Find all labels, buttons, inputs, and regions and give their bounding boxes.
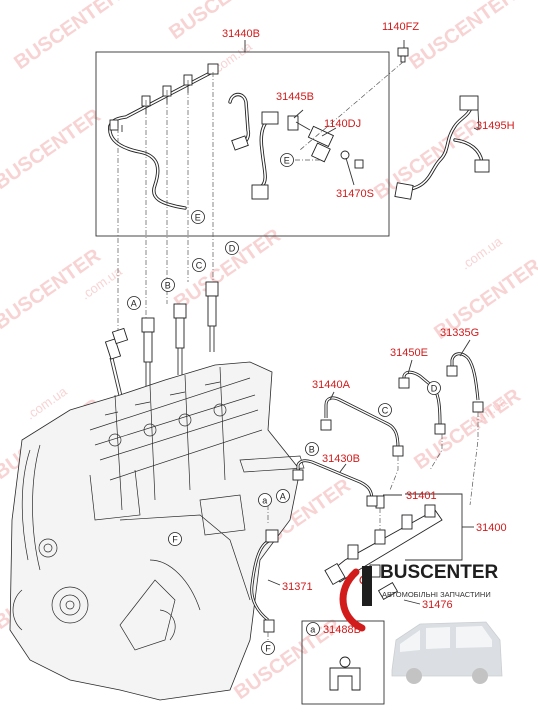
callout-31445B: 31445B bbox=[276, 91, 314, 103]
svg-text:D: D bbox=[431, 383, 438, 393]
watermark-text: BUSCENTER bbox=[410, 384, 525, 474]
hp-pipe-31371 bbox=[250, 529, 279, 633]
injectors bbox=[104, 72, 219, 413]
callout-31335G: 31335G bbox=[440, 327, 479, 339]
svg-text:E: E bbox=[284, 155, 290, 165]
marker-A-pipe: A bbox=[276, 489, 290, 503]
callout-31450E: 31450E bbox=[390, 347, 428, 359]
brand-tagline: АВТОМОБІЛЬНІ ЗАПЧАСТИНИ bbox=[382, 590, 491, 599]
callout-31371: 31371 bbox=[282, 581, 313, 593]
return-hose-31445B bbox=[228, 92, 311, 200]
marker-B-pipe: B bbox=[305, 442, 319, 456]
marker-E-top: E bbox=[191, 210, 205, 224]
callout-1140FZ: 1140FZ bbox=[382, 21, 419, 33]
callout-31476: 31476 bbox=[422, 599, 453, 611]
watermark-text: BUSCENTER bbox=[405, 0, 520, 74]
letter-markers: E E D C B A D C bbox=[127, 153, 441, 655]
callout-31495H: 31495H bbox=[476, 120, 515, 132]
callout-31430B: 31430B bbox=[322, 453, 360, 465]
watermark-text: BUSCENTER bbox=[370, 114, 485, 204]
engine-block bbox=[9, 361, 305, 701]
callout-31440B: 31440B bbox=[222, 28, 260, 40]
marker-D-pipe: D bbox=[427, 381, 441, 395]
svg-text:E: E bbox=[195, 212, 201, 222]
svg-text:A: A bbox=[131, 298, 137, 308]
pressure-sensor-31470S bbox=[307, 125, 364, 169]
return-hose-31440B bbox=[108, 63, 219, 210]
watermark-text: BUSCENTER bbox=[0, 104, 105, 194]
watermark-text: BUSCENTER bbox=[10, 0, 125, 74]
svg-text:C: C bbox=[382, 405, 389, 415]
injector-3 bbox=[173, 303, 187, 375]
hp-pipe-31450E bbox=[398, 370, 446, 435]
watermark-text: BUSCENTER bbox=[170, 224, 285, 314]
svg-text:A: A bbox=[280, 491, 286, 501]
callout-31470S: 31470S bbox=[336, 188, 374, 200]
brand-logo: BUSCENTER АВТОМОБІЛЬНІ ЗАПЧАСТИНИ bbox=[339, 562, 503, 684]
minibus-icon bbox=[391, 621, 503, 684]
callout-31440A: 31440A bbox=[312, 379, 351, 391]
marker-a-clamp: a bbox=[306, 622, 320, 636]
clamp-detail-31488B bbox=[301, 620, 385, 705]
svg-text:B: B bbox=[309, 444, 315, 454]
top-assembly-frame bbox=[95, 51, 390, 237]
svg-text:C: C bbox=[196, 260, 203, 270]
marker-C-top: C bbox=[192, 258, 206, 272]
marker-E-sensor: E bbox=[280, 153, 294, 167]
marker-A-top: A bbox=[127, 296, 141, 310]
callout-31400: 31400 bbox=[476, 522, 507, 534]
svg-text:F: F bbox=[172, 534, 178, 544]
injector-2 bbox=[141, 317, 155, 388]
brand-bar-icon bbox=[362, 566, 372, 606]
injector-4 bbox=[205, 281, 219, 352]
watermark-domain: .com.ua bbox=[458, 233, 505, 272]
hp-pipe-31430B bbox=[292, 459, 378, 507]
callout-31401: 31401 bbox=[406, 490, 437, 502]
marker-C-pipe: C bbox=[378, 403, 392, 417]
marker-B-top: B bbox=[161, 278, 175, 292]
hp-pipe-31335G bbox=[446, 352, 484, 413]
svg-text:a: a bbox=[310, 624, 315, 634]
callout-31488B: 31488B bbox=[323, 624, 361, 636]
marker-a-pipe: a bbox=[258, 493, 272, 507]
svg-text:F: F bbox=[265, 643, 271, 653]
brand-name: BUSCENTER bbox=[380, 562, 499, 583]
marker-F-pipe: F bbox=[261, 641, 275, 655]
marker-F-engine: F bbox=[168, 532, 182, 546]
svg-text:D: D bbox=[229, 243, 236, 253]
wiring-harness-31495H bbox=[394, 95, 490, 200]
svg-text:B: B bbox=[165, 280, 171, 290]
callout-1140DJ: 1140DJ bbox=[324, 118, 361, 130]
fuel-rail-31400 bbox=[324, 495, 443, 586]
svg-text:a: a bbox=[262, 495, 267, 505]
brand-swoosh-icon bbox=[339, 568, 366, 632]
marker-D-top: D bbox=[225, 241, 239, 255]
bolt-1140FZ bbox=[397, 47, 409, 63]
part-callouts: 31440B 1140FZ 31445B 1140DJ 31470S 31495… bbox=[222, 21, 515, 636]
